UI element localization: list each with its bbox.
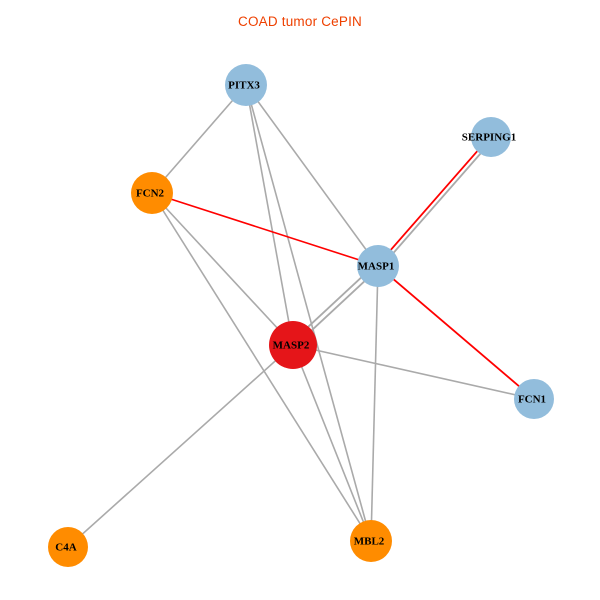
graph-node-fcn1[interactable]: FCN1 bbox=[514, 379, 554, 419]
graph-node-masp2[interactable]: MASP2 bbox=[269, 321, 317, 369]
node-circle-mbl2[interactable] bbox=[350, 520, 392, 562]
node-circle-c4a[interactable] bbox=[48, 527, 88, 567]
node-label-masp2: MASP2 bbox=[273, 340, 310, 352]
node-label-masp1: MASP1 bbox=[358, 261, 395, 273]
graph-edge-pitx3-masp1 bbox=[245, 84, 379, 267]
node-circle-fcn1[interactable] bbox=[514, 379, 554, 419]
node-circle-fcn2[interactable] bbox=[131, 172, 173, 214]
node-label-fcn2: FCN2 bbox=[136, 188, 165, 200]
graph-node-fcn2[interactable]: FCN2 bbox=[131, 172, 173, 214]
graph-node-masp1[interactable]: MASP1 bbox=[357, 245, 399, 287]
graph-node-c4a[interactable]: C4A bbox=[48, 527, 88, 567]
node-label-fcn1: FCN1 bbox=[518, 394, 546, 406]
edge-layer bbox=[67, 84, 535, 548]
node-label-serping1: SERPING1 bbox=[462, 132, 516, 144]
graph-edge-masp2-fcn1 bbox=[292, 344, 535, 400]
graph-node-serping1[interactable]: SERPING1 bbox=[462, 117, 516, 157]
graph-edge-fcn2-masp2 bbox=[151, 192, 294, 346]
node-circle-masp2[interactable] bbox=[269, 321, 317, 369]
node-label-pitx3: PITX3 bbox=[228, 80, 260, 92]
graph-edge-masp1-fcn1 bbox=[377, 265, 535, 400]
graph-edge-masp1-serping1 bbox=[376, 135, 491, 266]
node-label-c4a: C4A bbox=[55, 542, 76, 554]
graph-edge-pitx3-fcn2 bbox=[151, 84, 247, 194]
graph-edge-masp1-serping1 bbox=[379, 138, 494, 269]
graph-edge-fcn2-mbl2 bbox=[151, 192, 372, 542]
graph-edge-masp2-mbl2 bbox=[292, 344, 372, 542]
graph-edge-fcn2-masp1 bbox=[151, 192, 379, 267]
graph-edge-masp2-c4a bbox=[67, 344, 294, 548]
graph-node-mbl2[interactable]: MBL2 bbox=[350, 520, 392, 562]
node-circle-pitx3[interactable] bbox=[225, 64, 267, 106]
graph-node-pitx3[interactable]: PITX3 bbox=[225, 64, 267, 106]
node-circle-serping1[interactable] bbox=[471, 117, 511, 157]
page-title: COAD tumor CePIN bbox=[238, 14, 362, 29]
graph-edge-pitx3-masp2 bbox=[245, 84, 294, 346]
node-circle-masp1[interactable] bbox=[357, 245, 399, 287]
node-label-mbl2: MBL2 bbox=[354, 536, 385, 548]
graph-edge-masp1-mbl2 bbox=[370, 265, 379, 542]
graph-edge-pitx3-mbl2 bbox=[245, 84, 372, 542]
